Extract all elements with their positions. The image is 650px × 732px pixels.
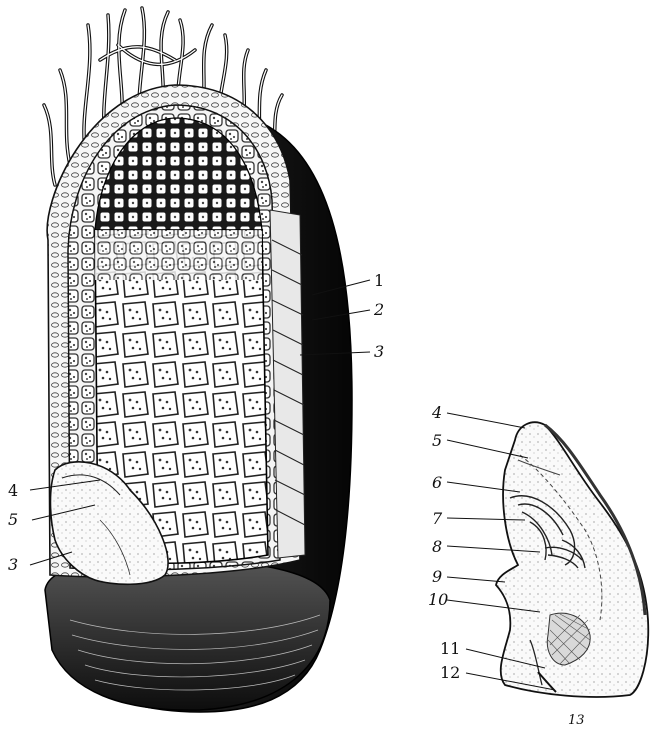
section-label-8: 8 [432,537,442,556]
label-5: 5 [8,510,18,529]
section-label-7: 7 [432,509,443,528]
label-1: 1 [374,271,384,290]
label-3: 3 [374,342,384,361]
section-label-4: 4 [431,403,442,422]
embryo-section [496,422,648,697]
section-label-11: 11 [440,639,460,658]
grain-longitudinal-section [44,8,352,712]
section-label-9: 9 [432,567,442,586]
section-label-5: 5 [432,431,442,450]
section-caption: 13 [568,713,585,728]
label-3-lower: 3 [8,555,18,574]
label-2: 2 [373,300,384,319]
section-label-10: 10 [428,590,448,609]
section-label-6: 6 [432,473,442,492]
label-4: 4 [8,481,18,500]
section-label-12: 12 [440,663,460,682]
